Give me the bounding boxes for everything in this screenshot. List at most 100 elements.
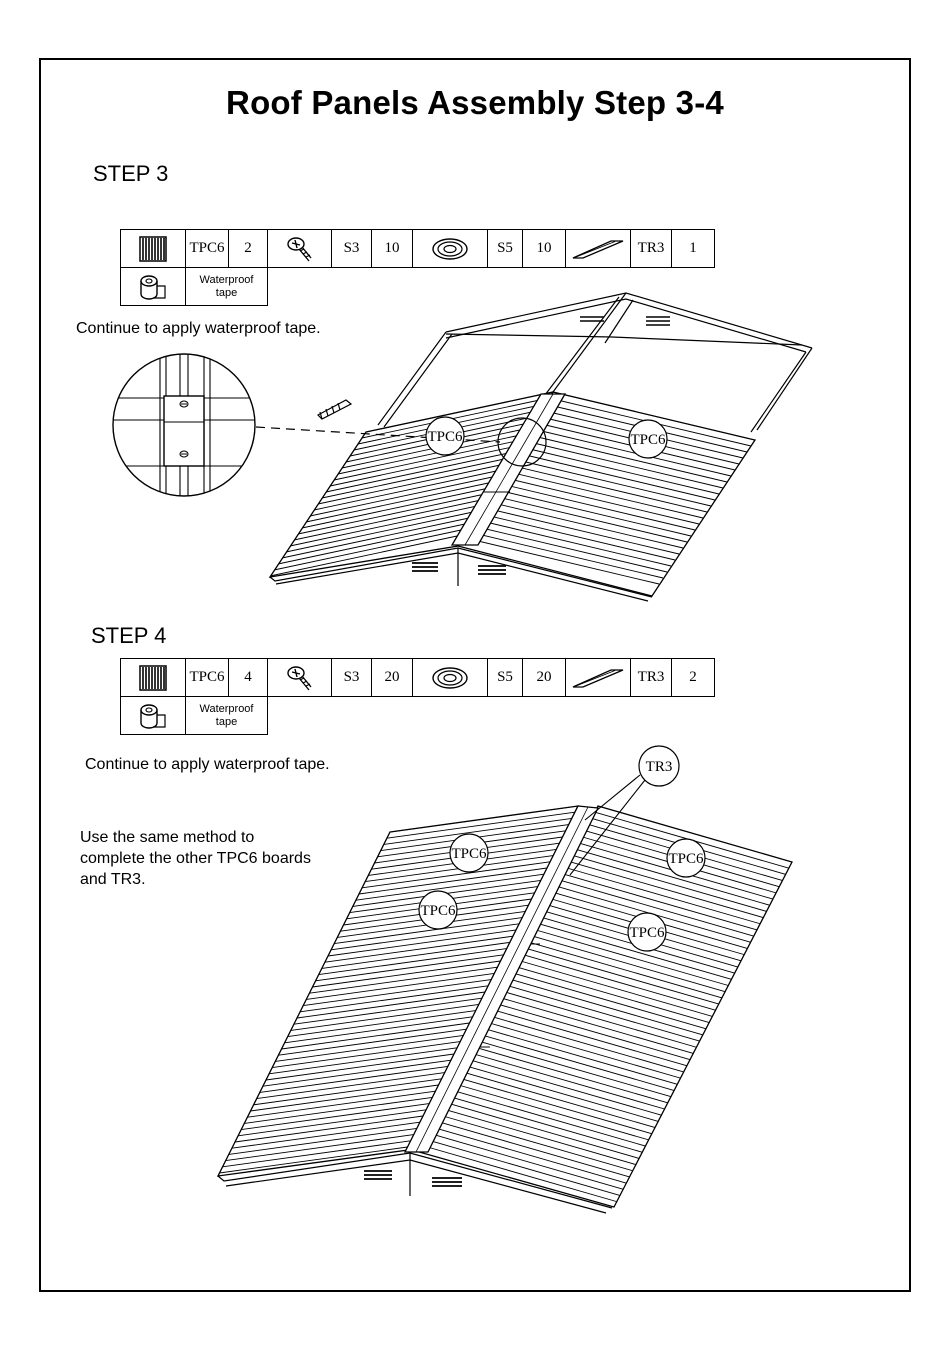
roof-rib <box>275 1034 464 1062</box>
step3-s3-qty: 10 <box>371 229 413 268</box>
roof-rib <box>504 991 700 1049</box>
ridge-cap-icon <box>565 229 631 268</box>
step4-method-line-3: and TR3. <box>80 871 146 888</box>
roof-rib <box>386 811 575 839</box>
roof-rib <box>523 954 718 1012</box>
roof-rib <box>483 1034 678 1092</box>
step4-instruction: Continue to apply waterproof tape. <box>85 756 330 773</box>
roof-rib <box>296 991 486 1019</box>
roof-rib <box>262 1059 451 1087</box>
roof-rib <box>532 935 728 993</box>
step4-callout-tr3: TR3 <box>646 759 673 775</box>
step4-tape-label-2: tape <box>215 715 238 728</box>
roof-rib <box>430 1140 625 1198</box>
roof-rib <box>228 1127 417 1155</box>
roof-rib <box>517 966 712 1024</box>
roof-rib <box>253 1078 442 1106</box>
roof-rib <box>514 972 709 1030</box>
step3-tr3-code: TR3 <box>630 229 672 268</box>
roof-rib <box>231 1121 420 1149</box>
roof-rib <box>461 1078 656 1136</box>
roof-rib <box>452 1096 647 1154</box>
roof-panel-icon <box>120 658 186 697</box>
roof-rib <box>265 1053 455 1081</box>
step4-method-line-1: Use the same method to <box>80 829 255 846</box>
roof-rib <box>383 817 572 845</box>
step4-callout-tpc6-left-lower: TPC6 <box>420 903 456 919</box>
roof-rib <box>486 1028 681 1086</box>
roof-rib <box>250 1084 439 1112</box>
roof-rib <box>566 867 762 925</box>
page-title: Roof Panels Assembly Step 3-4 <box>226 84 724 121</box>
step3-label: STEP 3 <box>93 161 169 186</box>
roof-rib <box>247 1090 436 1118</box>
page-frame <box>39 58 911 1292</box>
roof-rib <box>464 1072 659 1130</box>
roof-rib <box>489 1022 684 1080</box>
tape-roll-icon <box>120 267 186 306</box>
roof-rib <box>470 1059 666 1117</box>
roof-rib <box>225 1134 414 1162</box>
step3-tpc6-qty: 2 <box>228 229 268 268</box>
roof-rib <box>573 855 768 913</box>
roof-rib <box>259 1065 448 1093</box>
step4-callout-tpc6-right-upper: TPC6 <box>668 851 704 867</box>
roof-rib <box>269 1047 458 1075</box>
roof-rib <box>442 1115 638 1173</box>
roof-rib <box>331 923 520 951</box>
roof-rib <box>284 1016 473 1044</box>
step3-instruction: Continue to apply waterproof tape. <box>76 320 321 337</box>
roof-rib <box>362 861 551 889</box>
roof-rib <box>433 1134 628 1192</box>
roof-rib <box>436 1127 631 1185</box>
roof-rib <box>293 997 482 1025</box>
roof-rib <box>238 1109 427 1137</box>
roof-rib <box>538 923 734 981</box>
roof-rib <box>511 979 706 1037</box>
roof-rib <box>455 1090 650 1148</box>
screw-icon <box>267 229 332 268</box>
roof-rib <box>480 1041 675 1099</box>
roof-rib <box>306 972 495 1000</box>
step4-method-line-2: complete the other TPC6 boards <box>80 850 311 867</box>
roof-rib <box>358 867 548 895</box>
step3-callout-tpc6-left: TPC6 <box>427 429 463 445</box>
roof-rib <box>445 1109 641 1167</box>
roof-rib <box>498 1003 693 1061</box>
roof-rib <box>222 1140 411 1168</box>
roof-rib <box>427 1146 622 1204</box>
roof-rib <box>219 1146 408 1174</box>
roof-rib <box>473 1053 669 1111</box>
roof-rib <box>303 979 492 1007</box>
roof-rib <box>529 941 724 999</box>
roof-rib <box>476 1047 672 1105</box>
roof-rib <box>272 1041 461 1069</box>
step3-tr3-qty: 1 <box>671 229 715 268</box>
roof-rib <box>309 966 498 994</box>
roof-rib <box>324 935 513 963</box>
step4-s3-qty: 20 <box>371 658 413 697</box>
roof-rib <box>501 997 697 1055</box>
roof-rib <box>241 1103 430 1131</box>
roof-rib <box>467 1065 662 1123</box>
roof-rib <box>327 929 517 957</box>
roof-rib <box>569 861 765 919</box>
roof-rib <box>318 948 507 976</box>
ridge-cap-icon <box>565 658 631 697</box>
roof-rib <box>355 873 544 901</box>
roof-rib <box>321 941 510 969</box>
roof-rib <box>526 948 721 1006</box>
roof-rib <box>560 879 755 937</box>
step4-tr3-qty: 2 <box>671 658 715 697</box>
step4-callout-tpc6-right-lower: TPC6 <box>629 925 665 941</box>
step4-s5-qty: 20 <box>522 658 566 697</box>
roof-rib <box>576 848 771 906</box>
roof-rib <box>449 1103 644 1161</box>
roof-rib <box>492 1016 687 1074</box>
roof-panel-icon <box>120 229 186 268</box>
step4-callout-tpc6-left-upper: TPC6 <box>451 846 487 862</box>
roof-rib <box>300 985 489 1013</box>
washer-icon <box>412 229 488 268</box>
